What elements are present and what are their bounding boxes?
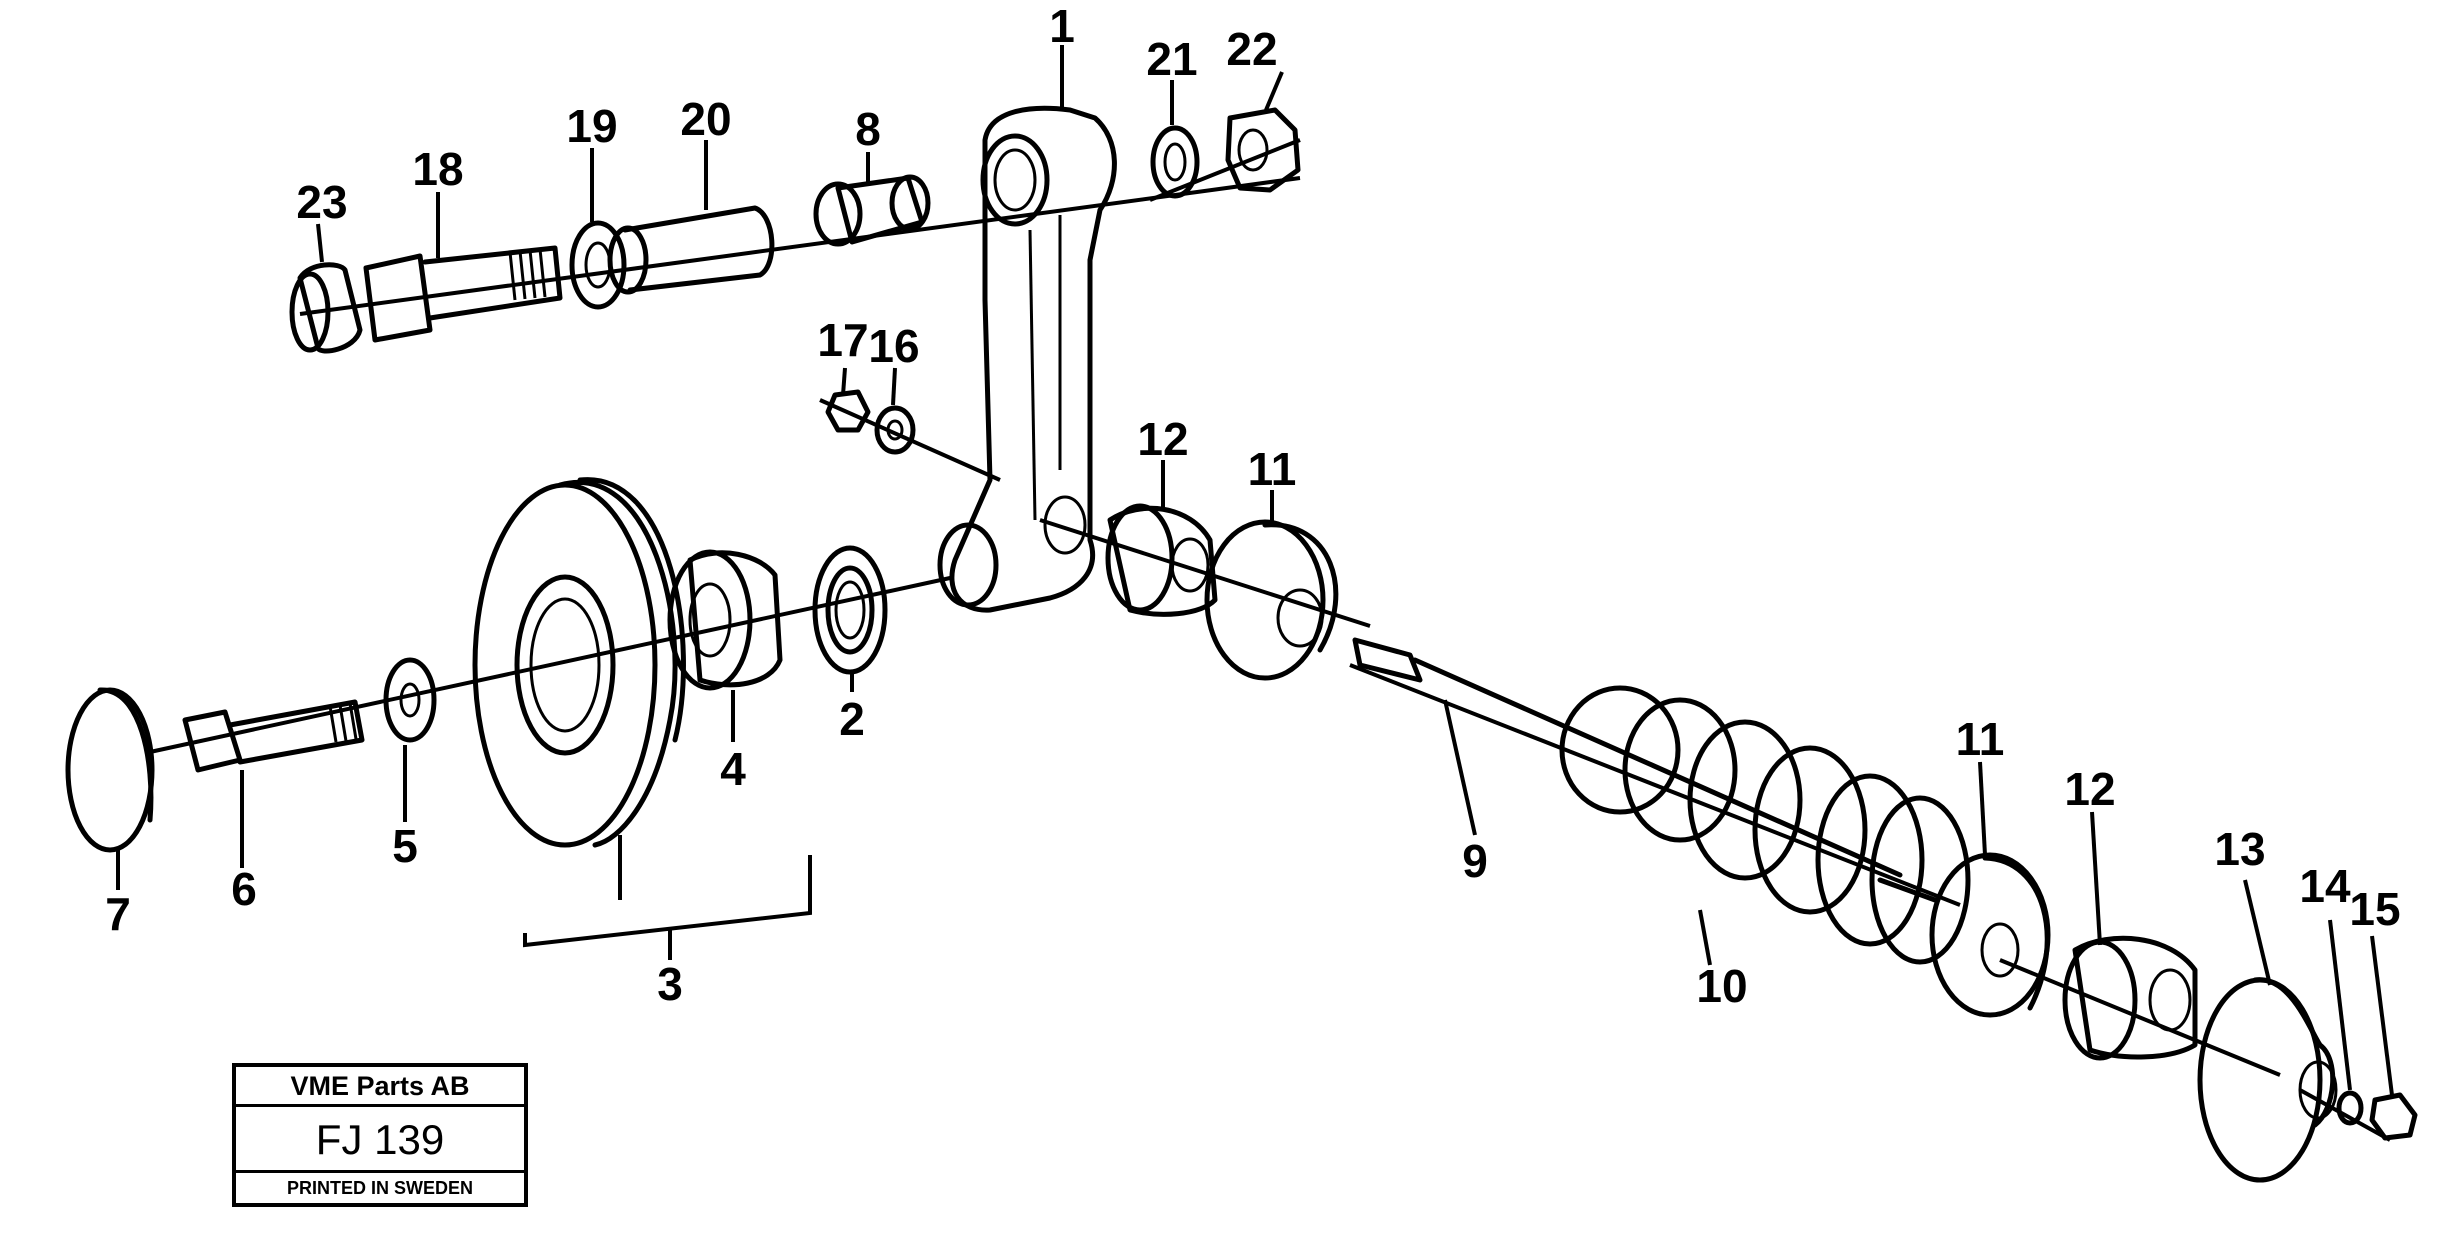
label-part-5: 5 xyxy=(392,820,418,872)
label-part-17: 17 xyxy=(817,314,868,366)
group-bracket-3 xyxy=(523,855,812,960)
printed-note: PRINTED IN SWEDEN xyxy=(286,1178,473,1198)
seal-ring xyxy=(812,545,888,675)
hub-cover xyxy=(65,687,155,853)
label-part-11-lower: 11 xyxy=(1956,713,2005,765)
label-part-18: 18 xyxy=(412,143,463,195)
rubber-block-upper xyxy=(1105,503,1218,617)
title-block: VME Parts AB FJ 139 PRINTED IN SWEDEN xyxy=(232,1063,528,1207)
label-part-13: 13 xyxy=(2214,823,2265,875)
label-part-16: 16 xyxy=(868,320,919,372)
label-part-6: 6 xyxy=(231,863,257,915)
rubber-block-lower xyxy=(2062,935,2198,1061)
label-part-1: 1 xyxy=(1049,0,1075,52)
coil-spring xyxy=(1559,685,1971,965)
bushing xyxy=(813,174,931,247)
end-cap xyxy=(289,262,363,354)
label-part-15: 15 xyxy=(2349,883,2400,935)
company-name: VME Parts AB xyxy=(236,1067,524,1107)
label-part-3: 3 xyxy=(657,958,683,1010)
label-part-12-lower: 12 xyxy=(2064,763,2115,815)
cup-washer-lower xyxy=(1929,852,2051,1018)
label-part-2: 2 xyxy=(839,693,865,745)
label-part-19: 19 xyxy=(566,100,617,152)
label-part-7: 7 xyxy=(105,888,131,940)
small-nut-and-washer xyxy=(825,389,916,455)
leader-lines xyxy=(116,45,2394,1096)
washer xyxy=(569,220,627,310)
spring-cup xyxy=(2197,977,2338,1183)
cup-washer-upper xyxy=(1204,519,1339,681)
label-part-8: 8 xyxy=(855,103,881,155)
label-part-22: 22 xyxy=(1226,23,1277,75)
bolt-short xyxy=(182,699,365,773)
label-part-21: 21 xyxy=(1146,33,1197,85)
label-part-10: 10 xyxy=(1696,960,1747,1012)
assembly-axes xyxy=(149,138,2391,1142)
drawing-code: FJ 139 xyxy=(236,1107,524,1173)
part-labels: 1 2 3 4 5 6 7 8 9 10 11 12 13 14 15 16 1… xyxy=(105,0,2400,1012)
flat-washer xyxy=(383,657,437,743)
end-washer-and-nut xyxy=(2336,1090,2418,1141)
washer-and-nut xyxy=(1150,107,1301,199)
label-part-14: 14 xyxy=(2299,860,2351,912)
lever-arm xyxy=(937,105,1117,613)
ball-bearing xyxy=(667,549,783,691)
label-part-12-upper: 12 xyxy=(1137,413,1188,465)
label-part-9: 9 xyxy=(1462,835,1488,887)
bolt-long xyxy=(363,245,563,343)
label-part-4: 4 xyxy=(720,743,746,795)
pulley-wheel xyxy=(472,477,686,900)
label-part-23: 23 xyxy=(296,176,347,228)
spacer-sleeve xyxy=(607,205,775,295)
label-part-20: 20 xyxy=(680,93,731,145)
label-part-11-upper: 11 xyxy=(1248,443,1297,495)
